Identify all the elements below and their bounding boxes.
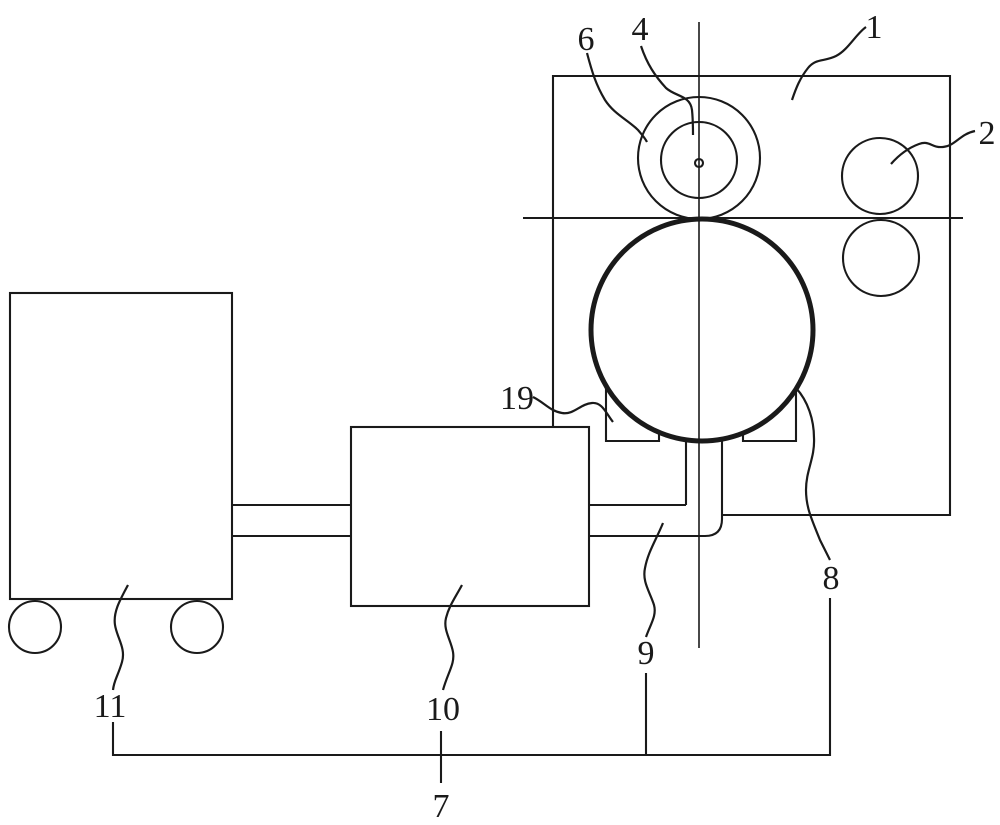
label-6: 6 [578, 21, 595, 58]
label-9: 9 [638, 635, 655, 672]
leader-line-11 [111, 584, 129, 691]
leader-line-2 [890, 129, 976, 165]
pipe-right-wall-and-duct-bottom [589, 440, 724, 538]
support-bracket-right [741, 388, 798, 443]
leader-line-4 [639, 45, 695, 136]
leader-line-19 [532, 396, 614, 423]
processor-box [349, 425, 591, 608]
bottom-connecting-line [111, 598, 832, 757]
label-8: 8 [823, 560, 840, 597]
label-10: 10 [426, 691, 460, 728]
label-11: 11 [94, 688, 127, 725]
label-2: 2 [979, 115, 996, 152]
cart-wheel-right [169, 599, 225, 655]
leader-line-10 [441, 584, 463, 691]
label-19: 19 [500, 380, 534, 417]
press-roll-top-circle [840, 136, 920, 216]
main-drum-circle [588, 216, 816, 444]
feed-roll-axle-dot [693, 157, 705, 169]
leader-line-8 [795, 387, 831, 561]
feed-roll-inner-circle [659, 120, 739, 200]
housing-outline [551, 74, 952, 517]
leader-line-6 [585, 52, 648, 143]
press-roll-bottom-circle [841, 218, 921, 298]
cart-body [8, 291, 234, 601]
label-4: 4 [632, 11, 649, 48]
label-7: 7 [433, 788, 450, 825]
label-1: 1 [866, 9, 883, 46]
leader-line-1 [790, 26, 867, 101]
leader-line-9 [643, 522, 665, 638]
cart-wheel-left [7, 599, 63, 655]
